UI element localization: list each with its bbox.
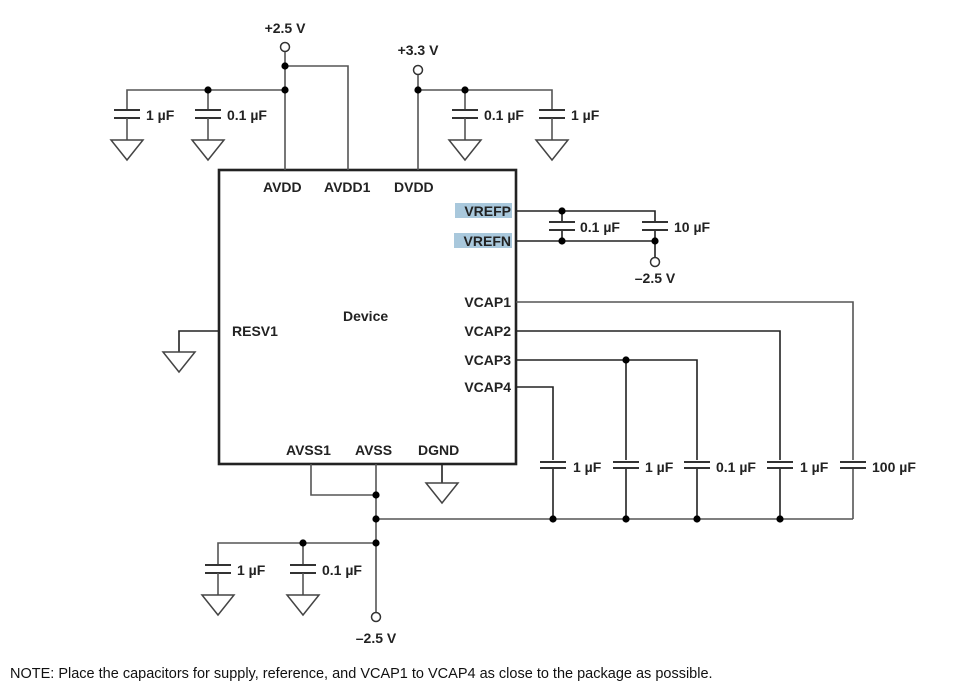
junction-dot <box>622 356 630 364</box>
vrefn-highlight <box>454 233 512 248</box>
junction-dot <box>461 86 469 94</box>
avdd-cap-2-value: 0.1 µF <box>227 107 267 123</box>
avss-cap-1-value: 1 µF <box>237 562 266 578</box>
vcap-cap-2-value: 1 µF <box>645 459 674 475</box>
avss-supply-terminal <box>370 611 382 623</box>
junction-dot <box>281 62 289 70</box>
ground-icon <box>190 139 226 162</box>
resv1-wire <box>178 330 219 352</box>
junction-dot <box>372 539 380 547</box>
ground-icon <box>161 351 197 374</box>
device-body <box>217 168 518 466</box>
capacitor-icon <box>684 461 710 469</box>
junction-dot <box>651 237 659 245</box>
pin-avdd1: AVDD1 <box>324 179 371 195</box>
junction-dot <box>204 86 212 94</box>
ground-icon <box>109 139 145 162</box>
ground-icon <box>534 139 570 162</box>
capacitor-icon <box>840 461 866 469</box>
junction-dot <box>622 515 630 523</box>
pin-dvdd: DVDD <box>394 179 434 195</box>
ground-icon <box>285 594 321 617</box>
ground-icon <box>424 482 460 505</box>
vcap-cap-1-value: 1 µF <box>573 459 602 475</box>
avss-wires <box>217 464 443 612</box>
pin-vcap2: VCAP2 <box>464 323 511 339</box>
vcap-cap-4-value: 1 µF <box>800 459 829 475</box>
capacitor-icon <box>767 461 793 469</box>
vref-neg-terminal <box>649 256 661 268</box>
junction-dot <box>372 491 380 499</box>
vref-neg-supply-label: –2.5 V <box>635 270 676 286</box>
device-label: Device <box>343 308 388 324</box>
pin-resv1: RESV1 <box>232 323 278 339</box>
junction-dot <box>776 515 784 523</box>
vcap-cap-3-value: 0.1 µF <box>716 459 756 475</box>
layout-note: NOTE: Place the capacitors for supply, r… <box>10 666 713 682</box>
avss-cap-2-value: 0.1 µF <box>322 562 362 578</box>
capacitor-icon <box>195 109 221 140</box>
dvdd-supply-label: +3.3 V <box>398 42 440 58</box>
capacitor-icon <box>642 221 668 231</box>
junction-dot <box>558 237 566 245</box>
junction-dot <box>414 86 422 94</box>
vref-cap-1-value: 0.1 µF <box>580 219 620 235</box>
capacitor-icon <box>205 564 231 595</box>
capacitor-icon <box>290 564 316 595</box>
capacitor-icon <box>452 109 478 140</box>
junction-dot <box>372 515 380 523</box>
capacitor-icon <box>540 461 566 469</box>
avdd-cap-1-value: 1 µF <box>146 107 175 123</box>
pin-avss1: AVSS1 <box>286 442 331 458</box>
pin-vrefn: VREFN <box>464 233 511 249</box>
junction-dot <box>281 86 289 94</box>
ground-icon <box>447 139 483 162</box>
dvdd-supply-terminal <box>412 64 424 76</box>
pin-avss: AVSS <box>355 442 392 458</box>
junction-dot <box>549 515 557 523</box>
pin-vcap1: VCAP1 <box>464 294 511 310</box>
pin-avdd: AVDD <box>263 179 302 195</box>
ground-icon <box>200 594 236 617</box>
capacitor-icon <box>539 109 565 140</box>
avdd-supply-terminal <box>279 41 291 53</box>
dvdd-cap-2-value: 1 µF <box>571 107 600 123</box>
junction-dot <box>693 515 701 523</box>
pin-vrefp: VREFP <box>464 203 511 219</box>
pin-vcap4: VCAP4 <box>464 379 511 395</box>
pin-dgnd: DGND <box>418 442 459 458</box>
capacitor-icon <box>114 109 140 140</box>
vcap-cap-5-value: 100 µF <box>872 459 916 475</box>
junction-dot <box>299 539 307 547</box>
junction-dot <box>558 207 566 215</box>
dvdd-cap-1-value: 0.1 µF <box>484 107 524 123</box>
pin-vcap3: VCAP3 <box>464 352 511 368</box>
capacitor-icon <box>613 461 639 469</box>
vref-cap-2-value: 10 µF <box>674 219 711 235</box>
avss-supply-label: –2.5 V <box>356 630 397 646</box>
avdd-wires <box>126 52 349 170</box>
capacitor-icon <box>549 221 575 231</box>
avdd-supply-label: +2.5 V <box>265 20 307 36</box>
vcap-wires <box>376 301 854 520</box>
vrefp-highlight <box>455 203 512 218</box>
